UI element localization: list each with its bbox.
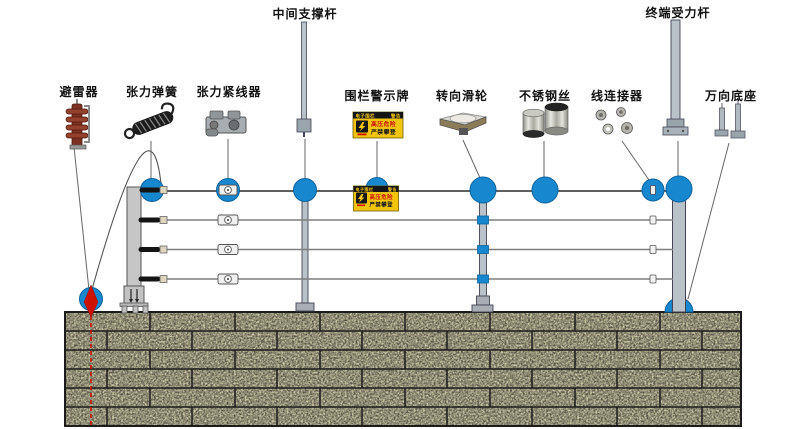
label-turning-pulley: 转向滑轮 [435, 89, 488, 103]
sign-line2: 严禁攀登 [369, 201, 394, 209]
wire-connector-on-wire [650, 185, 656, 195]
leader-universal-base [687, 142, 730, 300]
left-post-body [126, 186, 142, 288]
label-tension-spring: 张力弹簧 [125, 85, 178, 99]
tightener-on-wire-1 [218, 184, 238, 196]
sign-header-right: 警告 [387, 186, 397, 192]
left-post-foot [121, 305, 128, 314]
sign-line1: 高压危险 [370, 193, 394, 201]
wire-connector-on-wire [649, 245, 657, 254]
wire-clamp [477, 215, 489, 225]
label-universal-base: 万向底座 [704, 89, 757, 103]
middle-support-pole-icon [296, 21, 312, 137]
wire-tightener-icon [205, 110, 247, 137]
sign-red-mark [357, 133, 367, 136]
arrester-ground-arc-wire [90, 150, 162, 294]
label-lightning-arrester: 避雷器 [59, 85, 99, 99]
second-pole-base-block [476, 295, 490, 306]
universal-base-icon [714, 100, 746, 139]
wall-mortar-joints [106, 312, 703, 426]
marker-turning-pulley [469, 176, 497, 204]
intermediate-poles [295, 196, 494, 313]
tightener-on-wire-2 [217, 214, 239, 226]
wire-clamp [477, 274, 489, 284]
sign-line2: 严禁攀登 [370, 128, 396, 136]
lightning-bolt-icon [358, 122, 366, 132]
leader-turning-pulley [462, 139, 481, 179]
label-stainless-steel-wire: 不锈钢丝 [518, 89, 571, 103]
sign-header-right: 警告 [391, 112, 401, 119]
stainless-steel-wire-icon [522, 102, 569, 138]
lightning-bolt-icon [358, 194, 365, 203]
spring-link [159, 275, 168, 283]
sign-red-mark [357, 204, 365, 207]
spring-link [159, 186, 168, 194]
terminal-stress-pole-icon [662, 19, 689, 136]
middle-pole-base [295, 302, 315, 312]
label-wire-connector: 线连接器 [590, 89, 643, 103]
marker-terminal-pole [665, 175, 693, 203]
fence-hardware [138, 184, 657, 285]
left-post-foot [142, 305, 149, 314]
anchor-arrow [135, 299, 139, 303]
sign-header-left: 电子围栏 [356, 186, 374, 192]
ground-wall [64, 311, 742, 427]
sign-header-left: 电子围栏 [356, 112, 376, 119]
lightning-arrester-icon [65, 99, 90, 150]
spring-link [159, 216, 168, 224]
fence-wires [152, 190, 682, 280]
label-terminal-stress-pole: 终端受力杆 [645, 6, 711, 20]
marker-middle-support-pole [293, 178, 317, 202]
anchor-arrow [129, 299, 133, 303]
leader-lines [73, 139, 730, 300]
left-post-base [123, 285, 145, 305]
second-pole-base-plate [471, 304, 494, 313]
wire-connector-on-wire [649, 274, 657, 284]
turning-pulley-icon [439, 112, 488, 135]
component-icons: 电子围栏 警告 高压危险 严禁攀登 [65, 19, 746, 150]
fence-warning-sign-icon: 电子围栏 警告 高压危险 严禁攀登 [352, 111, 404, 139]
pole-wire-clamps [477, 215, 489, 284]
tightener-on-wire-3 [217, 244, 239, 255]
wire-connector-on-wire [649, 215, 657, 225]
tension-spring-icon [123, 102, 175, 140]
tightener-on-wire-4 [217, 273, 239, 285]
label-fence-warning-sign: 围栏警示牌 [344, 89, 410, 103]
left-post-anchor-rods [130, 289, 138, 299]
label-middle-support-pole: 中间支撑杆 [272, 7, 338, 21]
left-post-foot [132, 305, 139, 314]
spring-link [159, 245, 168, 254]
wire-connector-icon [595, 107, 633, 135]
label-wire-tightener: 张力紧线器 [196, 85, 262, 99]
wire-clamp [477, 245, 489, 254]
right-terminal-pole [672, 185, 686, 313]
fence-warning-sign: 电子围栏 警告 高压危险 严禁攀登 [353, 185, 399, 212]
sign-line1: 高压危险 [371, 120, 396, 128]
marker-stainless-steel-wire [531, 176, 559, 204]
wall-mortar-rows [65, 330, 741, 408]
leader-lightning-arrester [73, 146, 90, 291]
left-terminal-post [119, 186, 149, 314]
leader-wire-connector [621, 140, 650, 181]
